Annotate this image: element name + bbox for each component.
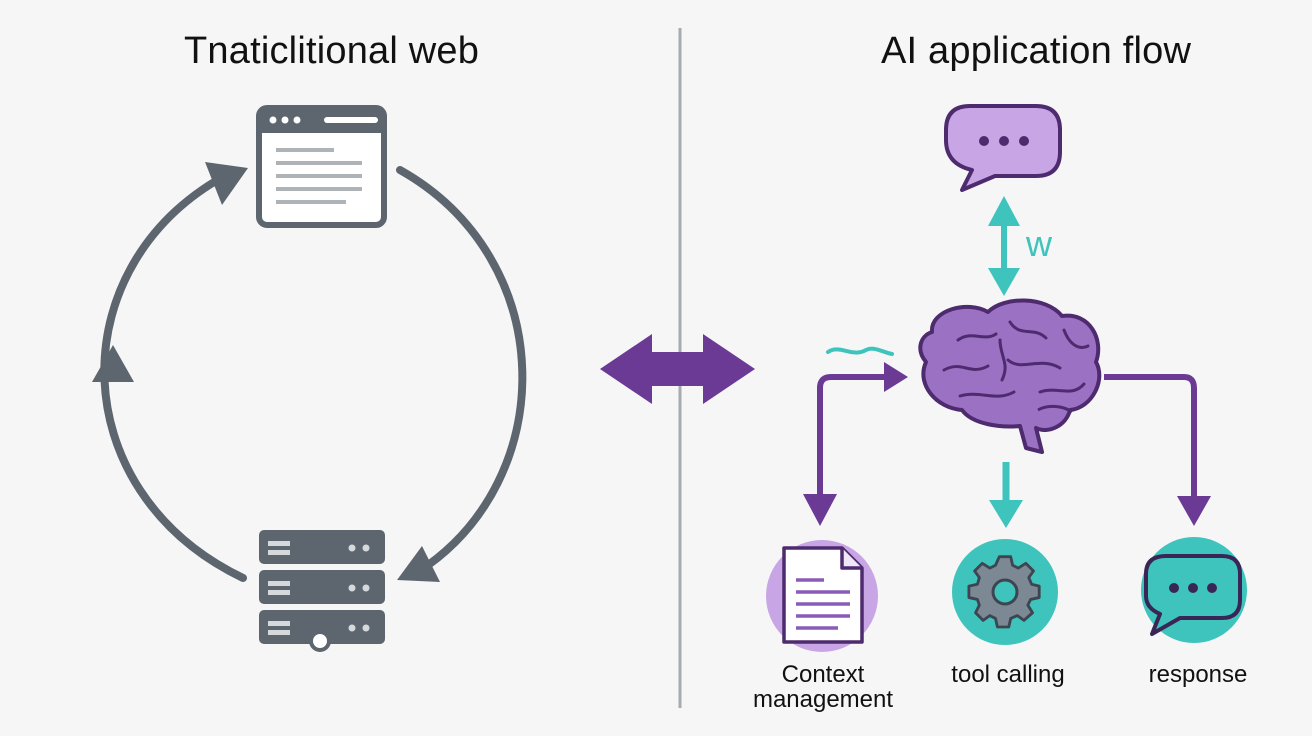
ai-flow-title: AI application flow [881, 30, 1192, 72]
document-icon [766, 540, 878, 652]
brain-to-tool-arrow [989, 462, 1023, 528]
squiggle-mark: w [1025, 223, 1053, 264]
cycle-arrow-right [396, 166, 527, 582]
server-stack-icon [259, 530, 385, 652]
traditional-web-title: Tnaticlitional web [184, 30, 480, 72]
response-chat-icon [1141, 537, 1247, 643]
gear-icon [952, 539, 1058, 645]
chat-bubble-icon-top [944, 104, 1062, 192]
brain-icon [918, 298, 1102, 454]
squiggle-icon [826, 346, 894, 356]
teal-double-arrow [988, 196, 1020, 296]
brain-to-response-arrow [1104, 374, 1211, 526]
response-label: response [1148, 661, 1248, 688]
context-management-text: Context management [752, 661, 894, 713]
browser-window-icon [256, 105, 387, 228]
double-arrow-icon [600, 334, 755, 404]
cycle-arrow-left [92, 162, 248, 582]
tool-calling-label: tool calling [951, 661, 1065, 688]
context-to-brain-arrow [803, 362, 908, 526]
context-management-label: Context management [740, 662, 906, 712]
